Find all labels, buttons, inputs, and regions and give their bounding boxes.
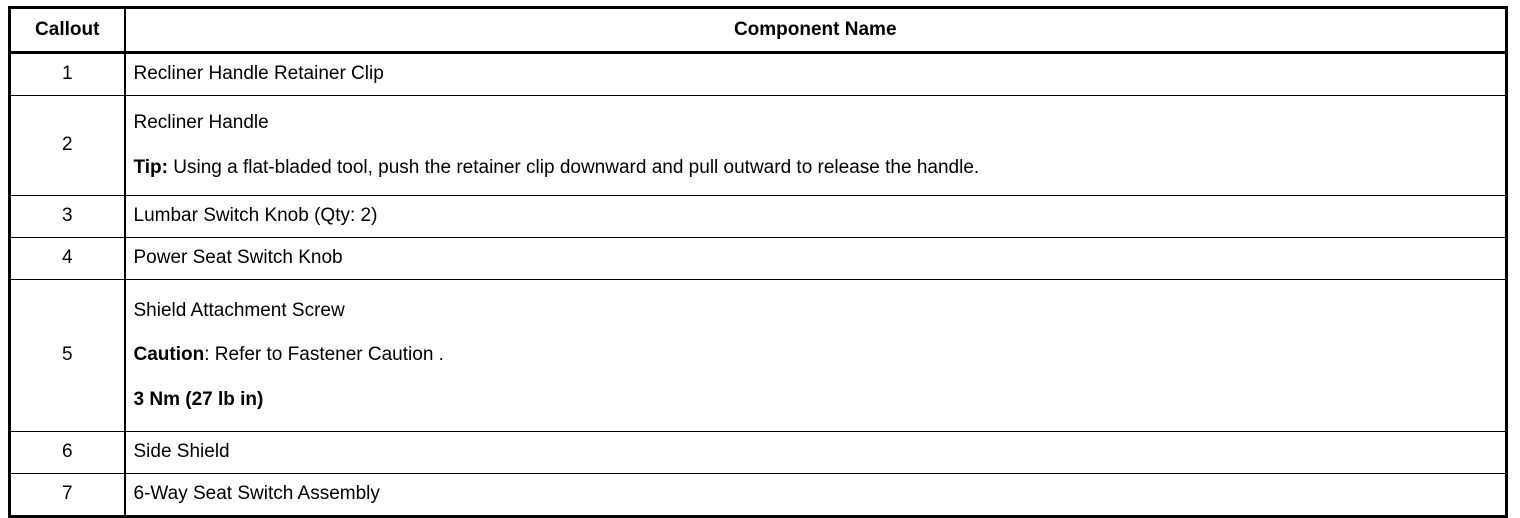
component-name-line: 3 Nm (27 lb in) — [134, 389, 1498, 411]
callout-number: 6 — [9, 431, 126, 474]
body-text: : Refer to Fastener Caution . — [204, 344, 444, 366]
component-name-cell: 6-Way Seat Switch Assembly — [124, 473, 1507, 517]
table-header: Callout Component Name — [9, 7, 1507, 54]
body-text: Lumbar Switch Knob (Qty: 2) — [133, 205, 378, 227]
component-name-line: Recliner Handle Retainer Clip — [134, 63, 1498, 85]
callout-number: 3 — [9, 195, 126, 238]
component-name-line: Side Shield — [134, 441, 1498, 463]
emphasis-text: Caution — [133, 344, 205, 366]
table-row: 4 Power Seat Switch Knob — [9, 237, 1507, 280]
component-name-cell: Recliner Handle Retainer Clip — [125, 53, 1507, 96]
table-header-row: Callout Component Name — [9, 7, 1507, 54]
column-header-callout: Callout — [9, 7, 126, 54]
callout-number: 7 — [9, 473, 126, 517]
table-row: 6 Side Shield — [9, 431, 1507, 474]
component-name-line: Caution: Refer to Fastener Caution . — [134, 344, 1498, 366]
callout-number: 1 — [9, 52, 126, 96]
component-callout-table: Callout Component Name 1 Recliner Handle … — [8, 6, 1508, 518]
component-name-line: 6-Way Seat Switch Assembly — [134, 483, 1498, 505]
emphasis-text: Tip: — [133, 156, 168, 178]
component-name-cell: Lumbar Switch Knob (Qty: 2) — [124, 195, 1507, 238]
body-text: Power Seat Switch Knob — [133, 247, 343, 269]
body-text: 6-Way Seat Switch Assembly — [133, 483, 380, 505]
body-text: Recliner Handle — [133, 112, 269, 134]
component-name-line: Power Seat Switch Knob — [134, 247, 1498, 269]
column-header-component-name: Component Name — [124, 7, 1507, 54]
component-name-line: Lumbar Switch Knob (Qty: 2) — [134, 205, 1498, 227]
component-name-cell: Power Seat Switch Knob — [124, 237, 1507, 280]
body-text: Side Shield — [133, 441, 230, 463]
component-name-line: Tip: Using a flat-bladed tool, push the … — [134, 157, 1498, 179]
table-row: 1 Recliner Handle Retainer Clip — [9, 52, 1507, 96]
callout-number: 2 — [9, 95, 126, 196]
callout-number: 4 — [9, 237, 126, 280]
component-name-cell: Side Shield — [124, 431, 1507, 474]
body-text: Shield Attachment Screw — [133, 299, 345, 321]
component-callout-table-container: Callout Component Name 1 Recliner Handle … — [8, 6, 1508, 518]
component-name-line: Recliner Handle — [134, 112, 1498, 134]
body-text: Recliner Handle Retainer Clip — [133, 63, 384, 85]
table-row: 3 Lumbar Switch Knob (Qty: 2) — [9, 195, 1507, 238]
body-text: Using a flat-bladed tool, push the retai… — [167, 156, 980, 178]
callout-number: 5 — [9, 279, 126, 432]
component-name-line: Shield Attachment Screw — [134, 300, 1498, 322]
table-row: 7 6-Way Seat Switch Assembly — [9, 473, 1507, 517]
emphasis-text: 3 Nm (27 lb in) — [133, 388, 264, 410]
